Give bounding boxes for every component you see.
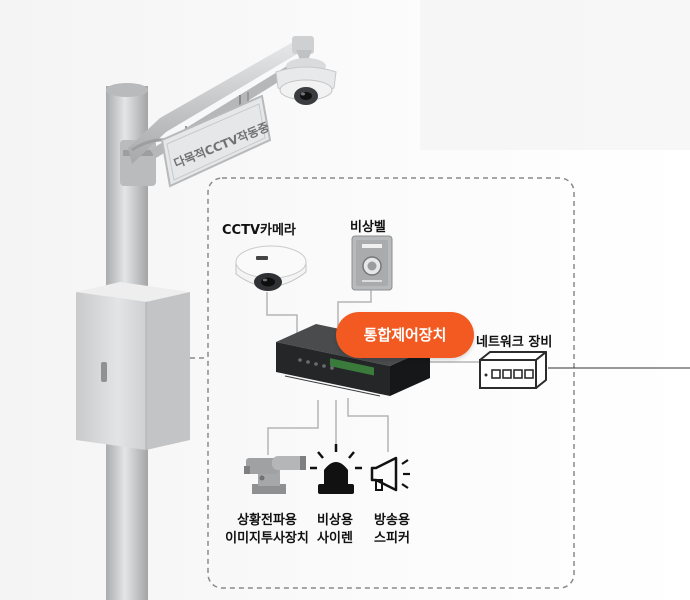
wiring (266, 290, 505, 455)
network-equipment-label: 네트워크 장비 (476, 335, 553, 350)
speaker-label-line1: 방송용 (374, 513, 410, 528)
pole-enclosure (76, 282, 190, 450)
cctv-camera-label: CCTV카메라 (222, 223, 296, 238)
fisheye-camera-icon (235, 245, 307, 291)
siren-icon (310, 444, 362, 494)
network-switch-icon (479, 351, 547, 389)
pole-dome-camera (275, 58, 337, 105)
projection-device-icon (244, 456, 306, 494)
speaker-icon (370, 456, 410, 492)
siren-label-line2: 사이렌 (317, 531, 353, 546)
projection-device-label-line1: 상황전파용 (237, 513, 297, 528)
emergency-bell-label: 비상벨 (350, 220, 386, 235)
emergency-bell-icon (351, 235, 393, 291)
speaker-label: 방송용 스피커 (362, 512, 422, 548)
system-dashed-frame (207, 177, 575, 589)
projection-device-label-line2: 이미지투사장치 (225, 531, 309, 546)
siren-label-line1: 비상용 (317, 513, 353, 528)
siren-label: 비상용 사이렌 (305, 512, 365, 548)
speaker-label-line2: 스피커 (374, 531, 410, 546)
background-panel (420, 0, 690, 150)
control-unit-badge: 통합제어장치 (336, 312, 474, 358)
projection-device-label: 상황전파용 이미지투사장치 (218, 512, 316, 548)
